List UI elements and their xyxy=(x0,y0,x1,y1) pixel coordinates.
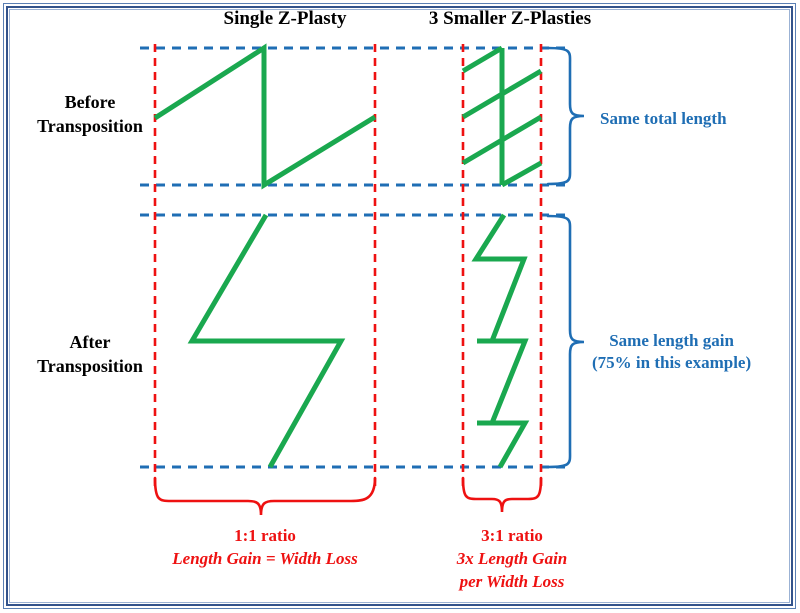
row-label-before-line2: Transposition xyxy=(37,116,143,137)
flap-before-triple-limb-2a xyxy=(461,91,504,120)
flap-after-triple-z-upper xyxy=(471,213,528,344)
row-label-after-line2: Transposition xyxy=(37,356,143,377)
brace-same-length-gain xyxy=(546,214,585,469)
brace-ratio-3-1 xyxy=(461,476,543,513)
flap-after-triple-z-lower xyxy=(477,338,530,469)
annotation-same-length-gain-line2: (75% in this example) xyxy=(592,353,752,373)
row-label-after-transposition: After Transposition xyxy=(10,330,170,379)
column-header-single-z-plasty: Single Z-Plasty xyxy=(223,8,347,29)
flap-before-triple-limb-2b xyxy=(500,114,543,143)
flap-geometry-group xyxy=(153,43,543,469)
flap-before-triple-limb-1b xyxy=(500,68,543,97)
annotation-ratio-1-1-line1: 1:1 ratio xyxy=(234,526,296,545)
horizontal-guide-lines xyxy=(140,46,572,469)
flap-before-triple-limb-1a xyxy=(461,45,504,74)
annotation-same-total-length: Same total length xyxy=(600,108,727,130)
annotation-same-length-gain-line1: Same length gain xyxy=(609,331,734,350)
brace-same-total-length xyxy=(546,46,585,186)
row-label-before-line1: Before xyxy=(64,92,116,112)
brace-ratio-1-1 xyxy=(153,476,377,516)
row-label-before-transposition: Before Transposition xyxy=(10,90,170,139)
annotation-ratio-3-1-line1: 3:1 ratio xyxy=(481,526,543,545)
annotation-ratio-3-1: 3:1 ratio 3x Length Gain per Width Loss xyxy=(432,525,592,594)
vertical-width-markers xyxy=(153,44,543,492)
annotation-ratio-1-1-line2: Length Gain = Width Loss xyxy=(172,548,358,568)
blue-brace-group xyxy=(546,46,585,469)
row-label-after-line1: After xyxy=(69,332,111,352)
annotation-ratio-1-1: 1:1 ratio Length Gain = Width Loss xyxy=(115,525,415,571)
annotation-ratio-3-1-line3: per Width Loss xyxy=(459,571,565,591)
flap-before-triple-limb-3b xyxy=(500,160,543,188)
flap-before-triple-limb-3a xyxy=(461,137,504,166)
flap-after-single-z xyxy=(187,213,346,469)
column-header-3-smaller-z-plasties: 3 Smaller Z-Plasties xyxy=(428,8,592,29)
annotation-same-total-length-line1: Same total length xyxy=(600,109,727,128)
red-brace-group xyxy=(153,476,543,516)
annotation-ratio-3-1-line2: 3x Length Gain xyxy=(456,548,568,568)
flap-before-single-z xyxy=(153,43,377,190)
annotation-same-length-gain: Same length gain (75% in this example) xyxy=(592,330,751,374)
